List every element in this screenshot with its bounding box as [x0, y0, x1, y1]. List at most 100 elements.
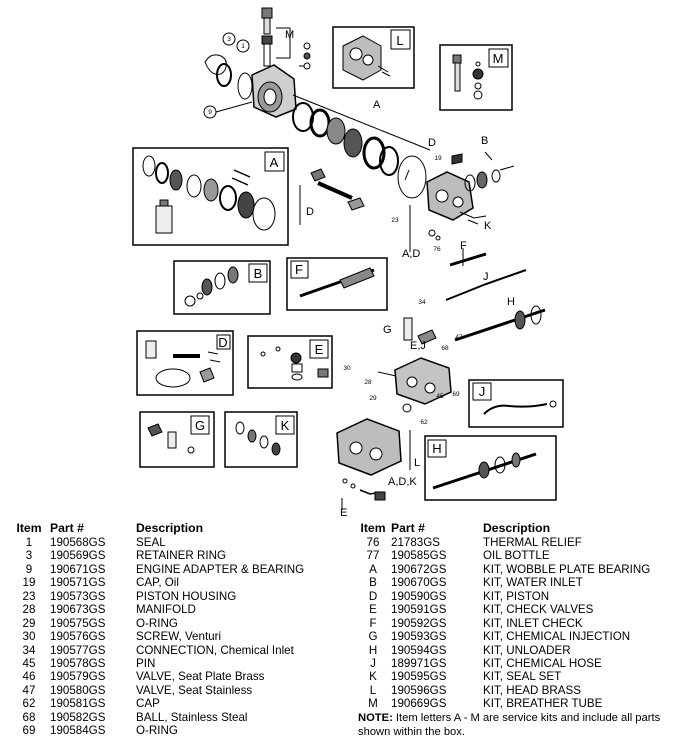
- kit-box-e: [247, 335, 333, 389]
- part-item-number: 77: [366, 549, 380, 563]
- callout-9: 9: [208, 109, 212, 116]
- part-number: 190590GS: [391, 589, 447, 603]
- part-number: 190581GS: [50, 697, 106, 711]
- box-label-j: J: [479, 384, 486, 399]
- part-item-number: D: [368, 589, 378, 603]
- callout-62: 62: [420, 419, 428, 426]
- table-header: Item Part # Description: [358, 521, 683, 536]
- part-description: KIT, INLET CHECK: [483, 616, 583, 630]
- note-text: Item letters A - M are service kits and …: [358, 712, 661, 738]
- table-row: D 190590GS KIT, PISTON: [358, 590, 683, 603]
- box-label-m: M: [493, 51, 504, 66]
- note-label: NOTE:: [358, 712, 393, 724]
- kit-box-g: [139, 411, 215, 468]
- part-description: RETAINER RING: [136, 549, 226, 563]
- part-description: MANIFOLD: [136, 603, 196, 617]
- part-number: 190584GS: [50, 724, 106, 738]
- kit-box-b: [173, 260, 271, 315]
- part-description: OIL BOTTLE: [483, 549, 550, 563]
- part-description: KIT, WOBBLE PLATE BEARING: [483, 562, 651, 576]
- callouts: 3 1 9 19 23 76 34 68 47 30 28 29 45 69 6…: [208, 36, 463, 426]
- leader-label-h: H: [507, 296, 515, 308]
- part-number: 190573GS: [50, 589, 106, 603]
- part-number: 190593GS: [391, 630, 447, 644]
- box-label-l: L: [396, 33, 403, 48]
- unloader-assembly: [445, 248, 546, 342]
- callout-30: 30: [343, 365, 351, 372]
- part-number: 190594GS: [391, 643, 447, 657]
- callout-47: 47: [455, 334, 463, 341]
- part-description: CAP: [136, 697, 160, 711]
- leader-label-e: E: [340, 507, 347, 519]
- callout-68: 68: [441, 345, 449, 352]
- part-number: 190595GS: [391, 670, 447, 684]
- box-label-e: E: [315, 342, 324, 357]
- part-number: 190672GS: [391, 562, 447, 576]
- kit-box-h: [424, 435, 557, 501]
- engine-adapter-group: [203, 32, 297, 119]
- part-description: KIT, BREATHER TUBE: [483, 697, 603, 711]
- part-description: BALL, Stainless Steal: [136, 710, 248, 724]
- part-item-number: 9: [25, 562, 33, 576]
- leader-label-adk: A,D,K: [388, 476, 417, 488]
- part-number: 190578GS: [50, 656, 106, 670]
- part-item-number: M: [368, 697, 378, 711]
- header-part: Part #: [391, 521, 425, 535]
- part-item-number: 62: [22, 697, 36, 711]
- part-item-number: 69: [22, 724, 36, 738]
- leader-label-ad: A,D: [402, 248, 420, 260]
- part-item-number: L: [369, 683, 377, 697]
- leader-label-j: J: [483, 271, 489, 283]
- part-item-number: G: [368, 630, 378, 644]
- callout-29: 29: [369, 395, 377, 402]
- box-label-b: B: [254, 266, 263, 281]
- part-number: 190591GS: [391, 603, 447, 617]
- part-number: 190673GS: [50, 603, 106, 617]
- part-item-number: A: [369, 562, 377, 576]
- callout-28: 28: [364, 379, 372, 386]
- leader-label-k: K: [484, 220, 492, 232]
- leader-label-b: B: [481, 135, 488, 147]
- part-description: O-RING: [136, 616, 178, 630]
- part-number: 190670GS: [391, 576, 447, 590]
- part-description: VALVE, Seat Stainless: [136, 683, 253, 697]
- part-number: 190585GS: [391, 549, 447, 563]
- part-item-number: B: [369, 576, 377, 590]
- kit-box-m: [439, 44, 513, 111]
- part-item-number: 46: [22, 670, 36, 684]
- leader-labels: M A D B D A,D K F J H G E,J L A,D,K E: [285, 29, 515, 519]
- box-label-k: K: [281, 418, 290, 433]
- box-label-h: H: [432, 441, 441, 456]
- part-description: CAP, Oil: [136, 576, 179, 590]
- part-description: SEAL: [136, 536, 166, 549]
- box-label-d: D: [218, 335, 227, 350]
- part-description: PISTON HOUSING: [136, 589, 237, 603]
- service-kit-note: NOTE: Item letters A - M are service kit…: [358, 711, 683, 739]
- part-item-number: 76: [366, 536, 380, 549]
- part-item-number: 47: [22, 683, 36, 697]
- part-description: KIT, PISTON: [483, 589, 550, 603]
- part-item-number: 28: [22, 603, 36, 617]
- leader-label-g: G: [383, 324, 392, 336]
- box-labels: L M A B F D E G K J H: [195, 33, 503, 456]
- kit-box-a: [132, 147, 289, 246]
- part-description: PIN: [136, 656, 156, 670]
- part-description: SCREW, Venturi: [136, 630, 222, 644]
- part-item-number: H: [368, 643, 378, 657]
- part-item-number: F: [369, 616, 377, 630]
